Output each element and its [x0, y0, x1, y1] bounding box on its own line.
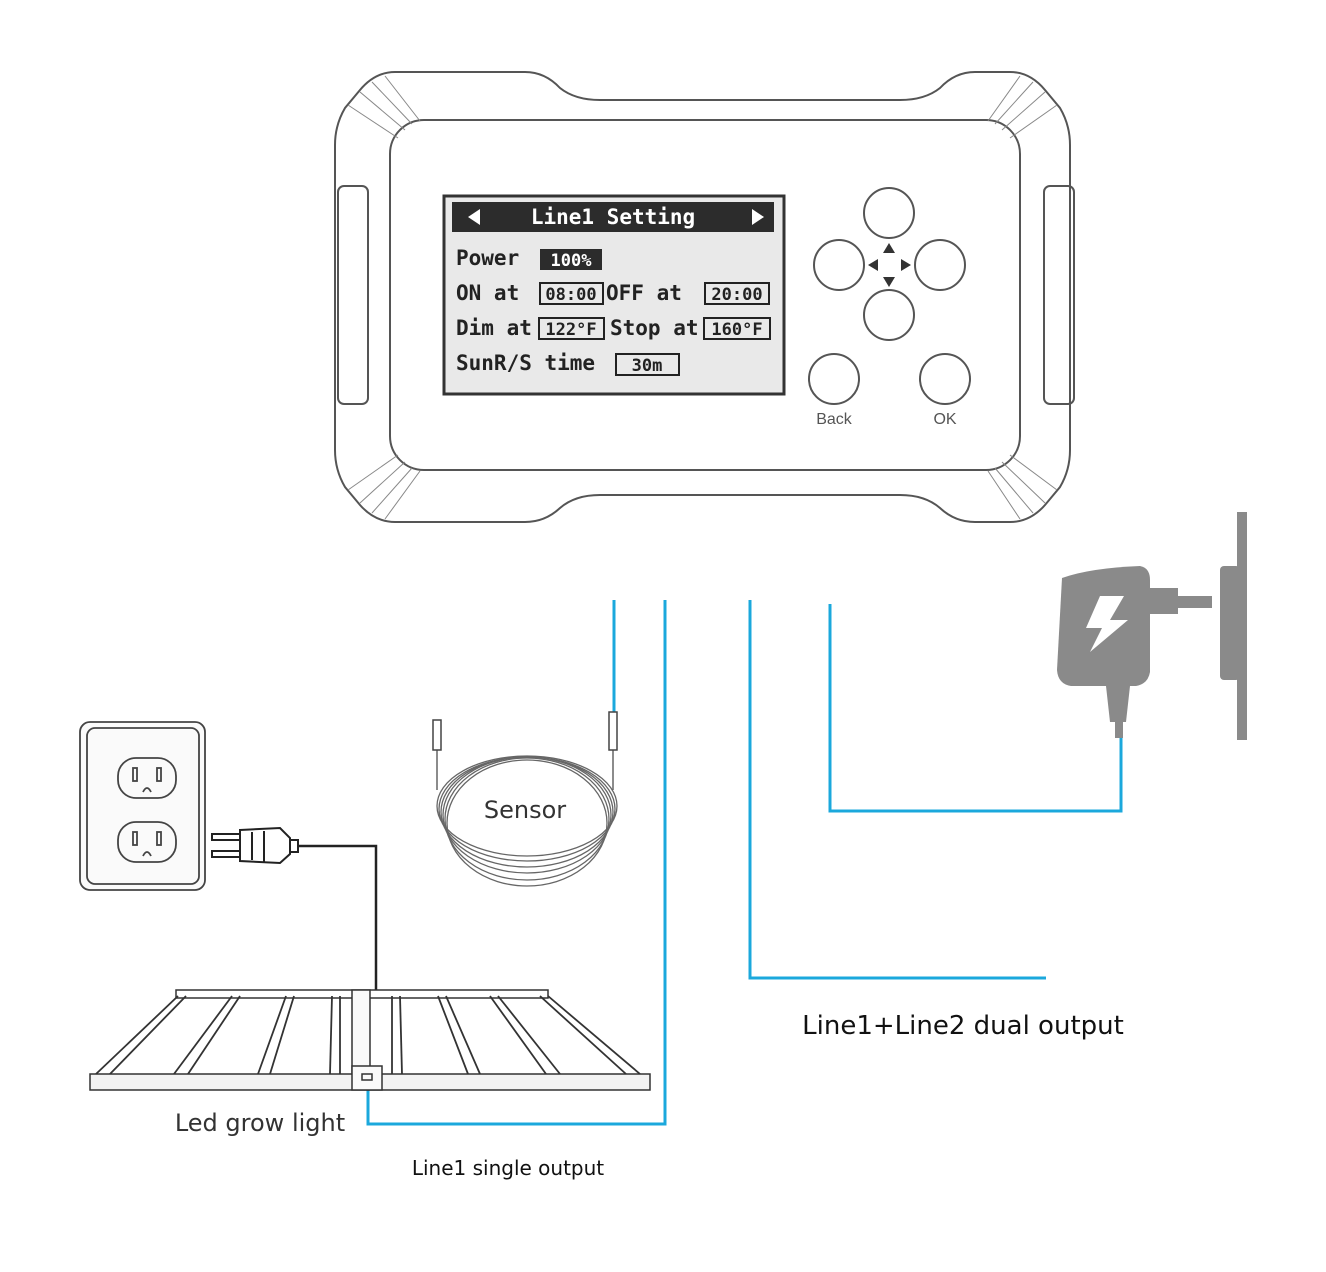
sensor-label: Sensor	[484, 796, 566, 824]
down-button[interactable]	[863, 289, 915, 341]
light-power-cord	[298, 844, 378, 990]
line2-cable	[748, 600, 1046, 980]
stop-value-box	[703, 317, 771, 340]
light-driver-port	[351, 1065, 383, 1091]
ok-button[interactable]	[919, 353, 971, 405]
sun-value-box	[615, 353, 680, 376]
left-button[interactable]	[813, 239, 865, 291]
lcd-title-bar	[452, 202, 774, 232]
power-label: Power	[456, 246, 519, 270]
stop-label: Stop at	[610, 316, 699, 340]
right-side-grip	[1043, 185, 1075, 405]
led-grow-light	[89, 989, 651, 1091]
wall-socket	[1220, 512, 1247, 740]
off-value: 20:00	[711, 285, 762, 305]
sun-value: 30m	[632, 356, 663, 376]
on-label: ON at	[456, 281, 519, 305]
controller-face	[389, 119, 1021, 471]
back-label: Back	[816, 411, 853, 428]
controller-outer-shell	[334, 71, 1071, 523]
plug-icon	[211, 826, 299, 865]
led-light-label: Led grow light	[175, 1109, 345, 1137]
off-label: OFF at	[606, 281, 682, 305]
back-button[interactable]	[808, 353, 860, 405]
center-spine	[351, 989, 371, 1075]
arrow-right-icon	[752, 209, 764, 225]
ok-label: OK	[933, 411, 956, 428]
on-value: 08:00	[545, 285, 596, 305]
off-value-box	[704, 282, 770, 305]
power-adapter	[1057, 566, 1212, 738]
sun-label: SunR/S time	[456, 351, 595, 375]
up-button[interactable]	[863, 187, 915, 239]
corner-ribs	[347, 75, 1058, 520]
left-side-grip	[337, 185, 369, 405]
line1-cable	[366, 600, 667, 1126]
temperature-sensor: Sensor	[432, 711, 618, 887]
sensor-coil	[436, 755, 618, 887]
dim-value-box	[538, 317, 605, 340]
dim-value: 122°F	[545, 320, 596, 340]
lcd-screen: Line1 Setting Power 100% ON at 08:00 OFF…	[442, 194, 786, 396]
cables	[366, 600, 1123, 1126]
lcd-title: Line1 Setting	[531, 205, 695, 229]
stop-value: 160°F	[711, 320, 762, 340]
dpad-arrows-icon	[868, 243, 911, 287]
controller-buttons	[808, 187, 971, 405]
lightning-icon	[1086, 596, 1128, 652]
arrow-left-icon	[468, 209, 480, 225]
outlet-icon	[79, 721, 206, 891]
dual-output-label: Line1+Line2 dual output	[802, 1011, 1124, 1041]
controller-device	[334, 71, 1075, 523]
dim-label: Dim at	[456, 316, 532, 340]
sensor-jack	[608, 711, 618, 751]
power-value-box	[540, 249, 602, 270]
power-cable	[828, 604, 1123, 813]
line1-single-output-label: Line1 single output	[412, 1156, 604, 1180]
on-value-box	[539, 282, 604, 305]
right-button[interactable]	[914, 239, 966, 291]
power-value: 100%	[551, 251, 593, 271]
